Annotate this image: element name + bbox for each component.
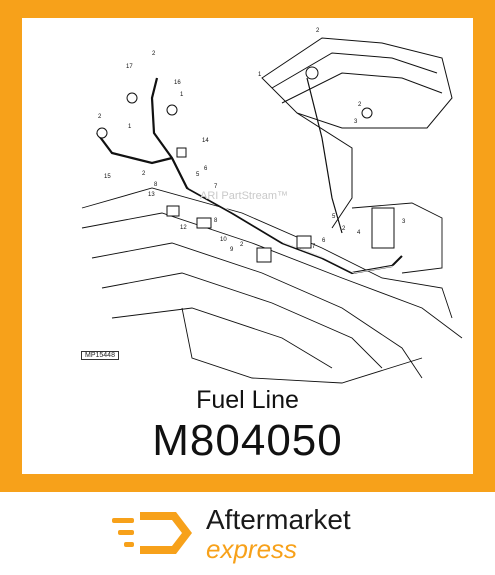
figure-id: MP15448 (81, 351, 119, 360)
callout-labels: 17 2 16 1 2 1 15 2 14 6 5 13 7 8 12 8 10… (98, 28, 406, 253)
svg-text:16: 16 (174, 80, 181, 86)
svg-text:5: 5 (196, 172, 200, 178)
svg-text:2: 2 (342, 226, 346, 232)
svg-text:1: 1 (128, 124, 132, 130)
fuel-hose (96, 132, 173, 165)
svg-text:6: 6 (204, 166, 208, 172)
svg-text:17: 17 (126, 64, 133, 70)
svg-text:10: 10 (220, 237, 227, 243)
svg-text:5: 5 (332, 214, 336, 220)
fittings (96, 66, 395, 263)
product-card: 17 2 16 1 2 1 15 2 14 6 5 13 7 8 12 8 10… (22, 18, 473, 474)
svg-text:7: 7 (312, 244, 316, 250)
svg-text:1: 1 (258, 72, 262, 78)
svg-text:1: 1 (180, 92, 184, 98)
brand-name-line2: express (206, 534, 298, 564)
svg-text:2: 2 (152, 51, 156, 57)
svg-text:8: 8 (214, 218, 218, 224)
svg-text:7: 7 (214, 184, 218, 190)
part-number: M804050 (152, 416, 343, 465)
svg-text:2: 2 (98, 114, 102, 120)
return-line (306, 77, 343, 234)
svg-text:12: 12 (180, 225, 187, 231)
svg-text:2: 2 (142, 171, 146, 177)
chassis-frame (81, 187, 463, 384)
svg-text:9: 9 (230, 247, 234, 253)
engine-block (261, 37, 453, 229)
svg-text:3: 3 (402, 219, 406, 225)
watermark: ARI PartStream™ (200, 190, 289, 202)
brand-footer (0, 492, 495, 575)
svg-text:2: 2 (316, 28, 320, 34)
svg-text:6: 6 (322, 238, 326, 244)
brand-name-line1: Aftermarket (206, 504, 351, 535)
svg-text:3: 3 (354, 119, 358, 125)
svg-text:8: 8 (154, 182, 158, 188)
svg-text:2: 2 (240, 242, 244, 248)
fuel-line (150, 77, 403, 275)
aftermarket-express-logo (112, 512, 192, 554)
svg-text:4: 4 (357, 230, 361, 236)
svg-text:13: 13 (148, 192, 155, 198)
svg-text:2: 2 (358, 102, 362, 108)
exploded-parts-diagram: 17 2 16 1 2 1 15 2 14 6 5 13 7 8 12 8 10… (81, 28, 463, 384)
svg-text:15: 15 (104, 174, 111, 180)
svg-text:14: 14 (202, 138, 209, 144)
part-name: Fuel Line (196, 386, 299, 414)
